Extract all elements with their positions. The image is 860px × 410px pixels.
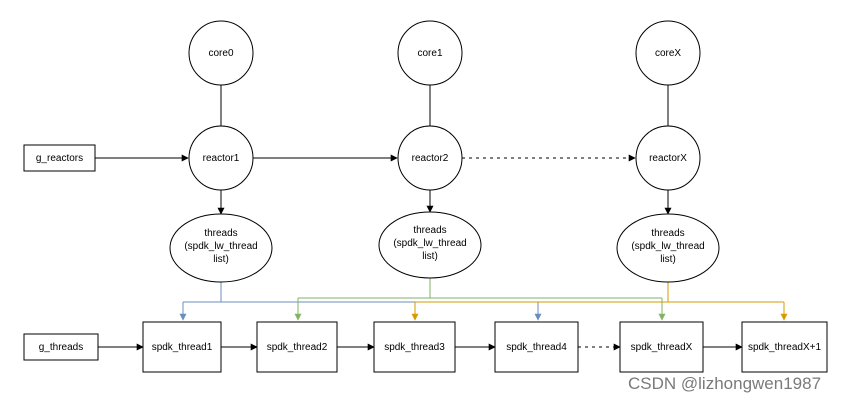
g-reactors-box: g_reactors: [23, 144, 96, 172]
g-threads-label: g_threads: [39, 342, 83, 353]
reactor2-label: reactor2: [412, 153, 449, 164]
coreX-node: coreX: [635, 20, 701, 86]
reactor1-node: reactor1: [188, 125, 254, 191]
spdk-thread-label-4: spdk_thread4: [506, 342, 567, 353]
spdk-thread-box-2: spdk_thread2: [256, 321, 338, 373]
coreX-label: coreX: [655, 48, 681, 59]
threads-list-1-line2: (spdk_lw_thread: [184, 241, 257, 252]
spdk-thread-box-x: spdk_threadX: [619, 321, 704, 373]
spdk-thread-label-x: spdk_threadX: [631, 342, 693, 353]
spdk-thread-box-3: spdk_thread3: [373, 321, 456, 373]
threads-list-1-line3: list): [213, 254, 229, 265]
threads-list-x-line2: (spdk_lw_thread: [631, 241, 704, 252]
spdk-thread-label-2: spdk_thread2: [267, 342, 328, 353]
threads-list-2-line1: threads: [413, 225, 446, 236]
orange-thread-links: [411, 282, 788, 321]
g-threads-box: g_threads: [23, 333, 99, 361]
core1-label: core1: [417, 48, 442, 59]
core-reactor-links: [220, 85, 669, 126]
blue-thread-links: [179, 282, 542, 321]
threads-list-2-line3: list): [422, 251, 438, 262]
spdk-thread-box-4: spdk_thread4: [494, 321, 579, 373]
reactor2-node: reactor2: [397, 125, 463, 191]
core1-node: core1: [397, 20, 463, 86]
reactor1-label: reactor1: [203, 153, 240, 164]
spdk-thread-box-x1: spdk_threadX+1: [741, 321, 828, 373]
threads-list-node-1: threads (spdk_lw_thread list): [169, 213, 273, 283]
core0-label: core0: [208, 48, 233, 59]
spdk-thread-label-3: spdk_thread3: [384, 342, 445, 353]
threads-list-1-line1: threads: [204, 228, 237, 239]
reactor-threads-arrows: [217, 190, 672, 215]
spdk-thread-label-x1: spdk_threadX+1: [748, 342, 822, 353]
spdk-thread-box-1: spdk_thread1: [142, 321, 222, 373]
threads-list-node-2: threads (spdk_lw_thread list): [378, 211, 482, 279]
threads-list-2-line2: (spdk_lw_thread: [393, 238, 466, 249]
core0-node: core0: [188, 20, 254, 86]
threads-list-node-x: threads (spdk_lw_thread list): [616, 213, 720, 283]
green-thread-links: [294, 278, 666, 321]
csdn-watermark: CSDN @lizhongwen1987: [628, 374, 822, 393]
reactorX-label: reactorX: [649, 153, 687, 164]
threads-list-x-line3: list): [660, 254, 676, 265]
reactorX-node: reactorX: [635, 125, 701, 191]
g-reactors-label: g_reactors: [36, 153, 83, 164]
spdk-thread-label-1: spdk_thread1: [152, 342, 213, 353]
threads-list-x-line1: threads: [651, 228, 684, 239]
